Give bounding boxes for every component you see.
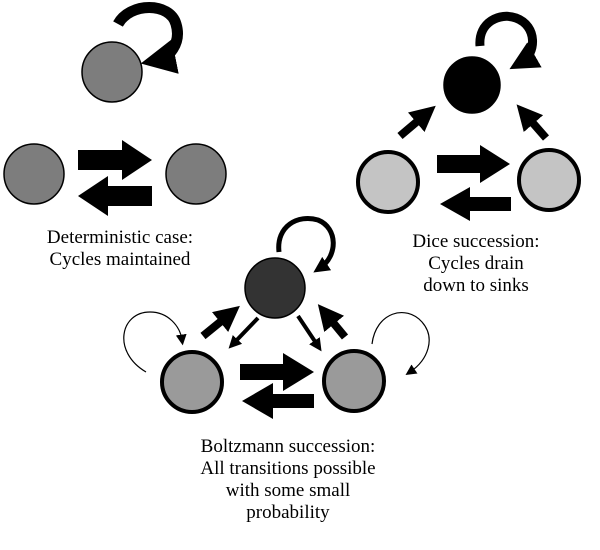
arrow-left-to-sink <box>397 105 436 140</box>
arrow-left <box>78 176 152 216</box>
deterministic-diagram <box>3 2 227 216</box>
node-left <box>356 150 420 214</box>
caption-line: Deterministic case: <box>46 227 194 248</box>
caption-boltzmann: Boltzmann succession: All transitions po… <box>168 436 408 524</box>
self-loop-arrow-right <box>371 312 430 375</box>
arrow-right <box>240 353 314 391</box>
arrow-right-to-sink <box>516 104 550 141</box>
caption-line: Boltzmann succession: <box>200 436 376 457</box>
boltzmann-diagram <box>123 216 430 419</box>
arrow-left <box>440 187 511 221</box>
arrow-right-to-top <box>317 304 349 340</box>
caption-dice: Dice succession: Cycles drain down to si… <box>376 231 576 297</box>
arrow-right <box>78 140 152 180</box>
caption-deterministic: Deterministic case: Cycles maintained <box>0 227 240 271</box>
arrow-top-to-right <box>296 314 322 352</box>
caption-line: probability <box>246 502 330 523</box>
node-left <box>3 143 65 205</box>
arrow-top-to-left <box>228 316 260 349</box>
arrow-right <box>437 145 510 183</box>
node-left <box>160 350 224 414</box>
caption-line: Cycles drain <box>428 253 524 274</box>
node-right <box>517 148 581 212</box>
self-loop-arrow <box>475 11 542 70</box>
caption-line: with some small <box>225 480 351 501</box>
caption-line: Dice succession: <box>412 231 540 252</box>
caption-line: All transitions possible <box>200 458 376 479</box>
node-sink <box>443 56 501 114</box>
node-right <box>322 349 386 413</box>
caption-line: down to sinks <box>423 275 529 296</box>
dice-diagram <box>356 11 581 221</box>
self-loop-arrow-top <box>276 216 336 273</box>
arrow-left <box>242 383 314 419</box>
self-loop-arrow <box>113 2 183 74</box>
caption-line: Cycles maintained <box>49 249 191 270</box>
self-loop-arrow-left <box>123 311 187 373</box>
node-top <box>244 257 306 319</box>
arrow-left-to-top <box>200 305 240 340</box>
node-top <box>81 41 143 103</box>
node-right <box>165 143 227 205</box>
